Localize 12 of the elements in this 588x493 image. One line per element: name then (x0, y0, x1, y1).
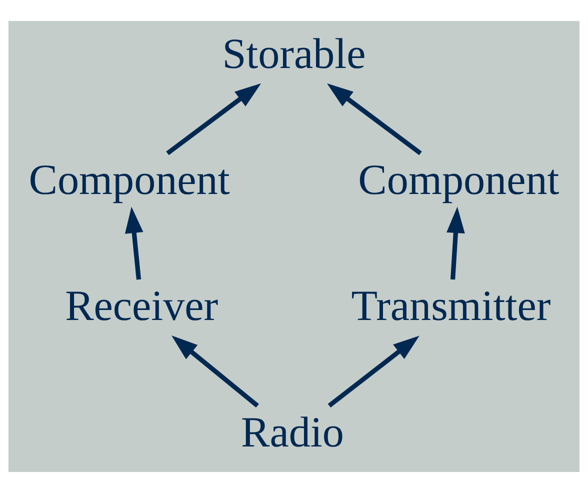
arrow (328, 336, 420, 408)
arrow (124, 206, 144, 280)
node-text: Storable (222, 30, 366, 78)
arrow (166, 83, 262, 156)
node-text: Component (358, 157, 560, 204)
node-text: Transmitter (351, 283, 551, 330)
arrow (326, 83, 422, 156)
node-text: Radio (241, 409, 344, 456)
arrow (446, 206, 465, 280)
node-text: Component (28, 157, 230, 204)
node-text: Receiver (65, 283, 218, 330)
arrow (172, 336, 259, 408)
